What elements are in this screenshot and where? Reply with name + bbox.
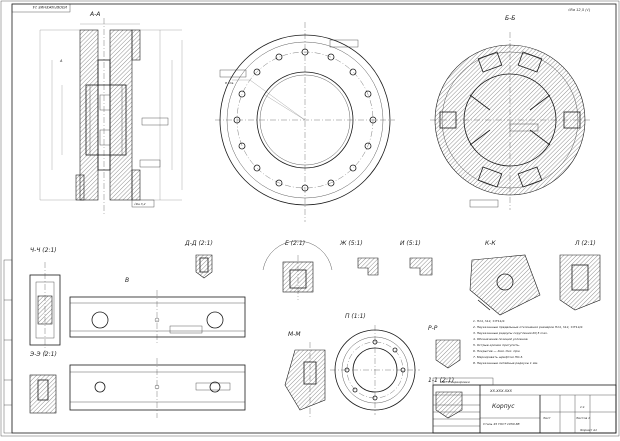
note-1: 1. Н14, h14, ±IT14/2. xyxy=(473,319,505,323)
label-e: Е (2:1) xyxy=(285,240,305,247)
label-r-r: Р-Р xyxy=(428,325,438,332)
label-e-e: Э-Э (2:1) xyxy=(29,351,57,358)
section-r-r: Р-Р xyxy=(428,325,461,369)
view-l: Л (2:1) xyxy=(559,240,601,311)
title-scale: 1:1 xyxy=(580,405,585,409)
note-6: 6. Покрытие — Хим. Окс. прм. xyxy=(473,349,520,353)
title-name: Корпус xyxy=(492,403,515,410)
front-view: 8 отв. xyxy=(215,22,395,222)
title-format: Формат А1 xyxy=(580,428,597,432)
section-a-a: А-А А √Ra 3,2 xyxy=(39,11,183,215)
mark-area: Место маркировки xyxy=(440,380,470,384)
view-i: И (5:1) xyxy=(400,240,433,276)
technical-notes: 1. Н14, h14, ±IT14/2. 2. Неуказанные пре… xyxy=(473,319,583,365)
label-p: П (1:1) xyxy=(345,313,366,320)
top-stamp: ИЗОБРАЖЕНИЕ 14 xyxy=(11,3,71,13)
left-margin-strip xyxy=(3,259,13,434)
inner-frame xyxy=(11,3,617,434)
label-ch-ch: Ч-Ч (2:1) xyxy=(30,247,57,254)
title-code: ХХ.ХХХ.ХХХ xyxy=(489,389,513,393)
view-v: В xyxy=(69,277,246,418)
label-1-1: 1-1 (2:1) xyxy=(428,377,454,384)
section-ch-ch: Ч-Ч (2:1) xyxy=(29,247,61,355)
section-k-k: К-К xyxy=(469,240,541,316)
note-7: 7. Маркировать шрифтом ПО-3. xyxy=(473,355,523,359)
label-b-b: Б-Б xyxy=(505,15,515,22)
title-sheet: Лист xyxy=(542,416,551,420)
note-2: 2. Неуказанные предельные отклонения раз… xyxy=(473,325,583,329)
section-e-e: Э-Э (2:1) xyxy=(29,351,57,414)
label-v: В xyxy=(125,277,129,284)
label-k-k: К-К xyxy=(485,240,496,247)
note-3: 3. Неуказанные радиусы скругления R0,5 m… xyxy=(473,331,548,335)
label-a-a: А-А xyxy=(89,11,100,18)
view-zh: Ж (5:1) xyxy=(339,240,379,276)
label-zh: Ж (5:1) xyxy=(339,240,363,247)
note-4: 4. Обозначение позиций условное. xyxy=(473,337,528,341)
note-5: 5. Острые кромки притупить. xyxy=(473,343,520,347)
section-d-d: Д-Д (2:1) xyxy=(184,240,213,279)
bolt-holes xyxy=(233,48,377,192)
view-p: П (1:1) xyxy=(330,313,420,415)
section-b-b: Б-Б xyxy=(430,15,590,210)
title-sheets: Листов 1 xyxy=(575,416,590,420)
label-l: Л (2:1) xyxy=(574,240,596,247)
label-d-d: Д-Д (2:1) xyxy=(184,240,213,247)
base-mark-a: А xyxy=(59,59,63,63)
title-material: Сталь 45 ГОСТ 1050-88 xyxy=(483,422,520,426)
roughness-general: √Ra 12,5 (√) xyxy=(568,8,591,12)
section-m-m: М-М xyxy=(284,331,326,418)
note-8: 8. Неуказанные литейные радиусы 1 мм. xyxy=(473,361,538,365)
title-block: ХХ.ХХХ.ХХХ Корпус Сталь 45 ГОСТ 1050-88 … xyxy=(432,377,617,434)
label-i: И (5:1) xyxy=(400,240,421,247)
holes-label: 8 отв. xyxy=(225,81,234,85)
svg-text:√Ra 3,2: √Ra 3,2 xyxy=(134,202,146,206)
top-stamp-text: ИЗОБРАЖЕНИЕ 14 xyxy=(32,5,67,9)
view-e: Е (2:1) xyxy=(262,240,333,300)
label-m-m: М-М xyxy=(288,331,301,338)
